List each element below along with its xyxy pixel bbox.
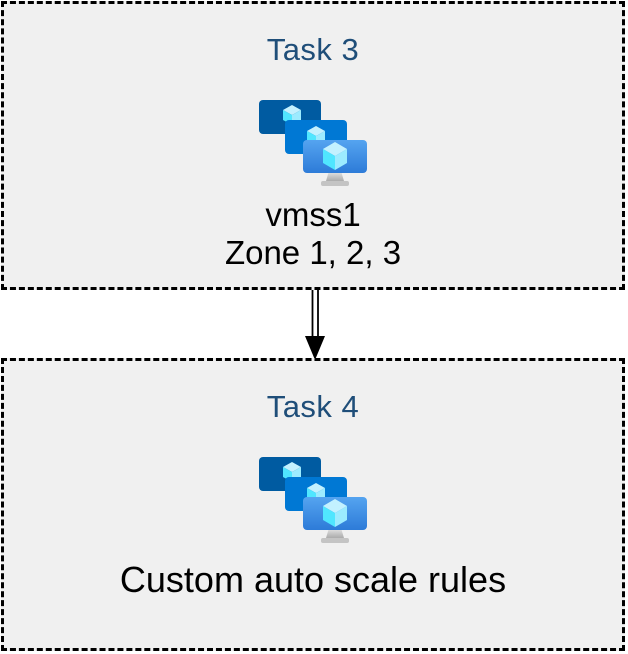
autoscale-rules-label: Custom auto scale rules <box>119 559 507 600</box>
vmss-icon <box>259 100 367 186</box>
task-box-3: Task 3 <box>1 1 625 290</box>
task3-title: Task 3 <box>266 32 360 67</box>
task4-caption: Custom auto scale rules <box>120 559 506 601</box>
vmss-name-label: vmss1 <box>265 196 361 233</box>
task-box-4: Task 4 <box>1 358 625 651</box>
vmss-icon <box>259 457 367 543</box>
task4-title: Task 4 <box>266 389 360 424</box>
task3-caption: vmss1 Zone 1, 2, 3 <box>225 196 401 272</box>
down-arrow-icon <box>305 290 325 360</box>
zones-label: Zone 1, 2, 3 <box>224 234 402 271</box>
